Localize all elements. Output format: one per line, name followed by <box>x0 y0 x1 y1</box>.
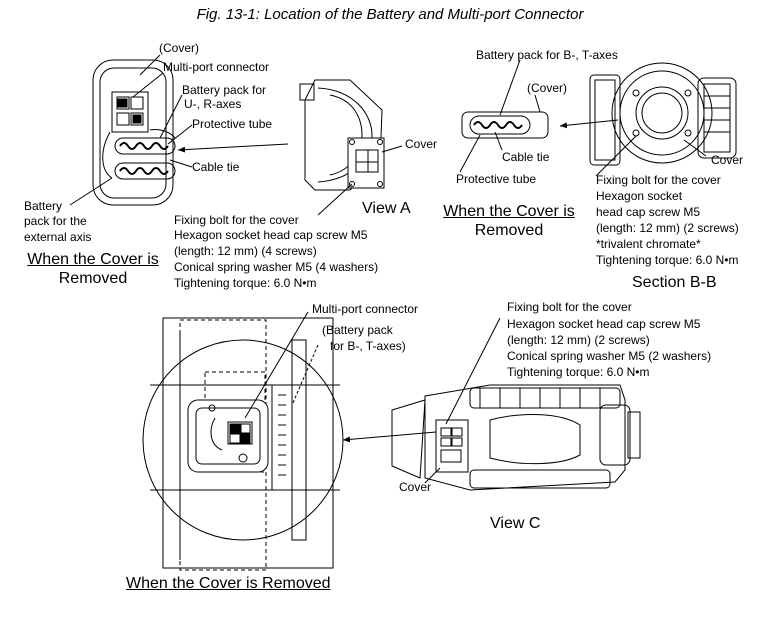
tl-caption-line1: When the Cover is <box>27 251 159 268</box>
figure-title: Fig. 13-1: Location of the Battery and M… <box>196 6 584 23</box>
va-cover-label: Cover <box>405 137 438 151</box>
tr-caption-line1: When the Cover is <box>443 203 575 220</box>
b-battery-bt-line2: for B-, T-axes) <box>330 339 406 353</box>
bb-spec-line2: head cap screw M5 <box>596 205 701 219</box>
tl-battery-ext-line1: Battery <box>24 199 63 213</box>
bb-spec-line5: Tightening torque: 6.0 N•m <box>596 253 739 267</box>
tr-cable-tie-label: Cable tie <box>502 150 550 164</box>
b-multiport-label: Multi-port connector <box>312 302 419 316</box>
bb-spec-line3: (length: 12 mm) (2 screws) <box>596 221 739 235</box>
view-a-robot-drawing <box>299 79 385 191</box>
bb-spec-line1: Hexagon socket <box>596 189 683 203</box>
va-view-label: View A <box>362 200 411 217</box>
view-c-robot-drawing <box>391 384 641 491</box>
tl-battery-ur-line2: U-, R-axes <box>184 97 242 111</box>
tl-protective-tube-label: Protective tube <box>192 117 273 131</box>
va-spec-line3: Conical spring washer M5 (4 washers) <box>174 260 379 274</box>
tl-battery-ur-line1: Battery pack for <box>182 83 267 97</box>
section-bb-drawing <box>589 62 737 166</box>
va-spec-line2: (length: 12 mm) (4 screws) <box>174 244 317 258</box>
battery-pack-external <box>114 162 176 180</box>
b-spec-line4: Tightening torque: 6.0 N•m <box>507 365 650 379</box>
b-spec-line3: Conical spring washer M5 (2 washers) <box>507 349 712 363</box>
b-caption: When the Cover is Removed <box>126 575 331 592</box>
tl-multiport-label: Multi-port connector <box>163 60 270 74</box>
bb-cover-label: Cover <box>711 153 744 167</box>
va-spec-line1: Hexagon socket head cap screw M5 <box>174 228 368 242</box>
tl-battery-ext-line2: pack for the <box>24 214 87 228</box>
b-view-c-label: View C <box>490 515 541 532</box>
tl-caption-line2: Removed <box>58 270 128 287</box>
top-left-cover-drawing <box>92 59 176 206</box>
bb-spec-line4: *trivalent chromate* <box>596 237 701 251</box>
b-spec-line2: (length: 12 mm) (2 screws) <box>507 333 650 347</box>
b-spec-line1: Hexagon socket head cap screw M5 <box>507 317 701 331</box>
tl-cover-label: (Cover) <box>159 41 200 55</box>
tr-cover-label: (Cover) <box>527 81 568 95</box>
top-right-cover-drawing <box>461 111 549 139</box>
tr-battery-bt-label: Battery pack for B-, T-axes <box>476 48 618 62</box>
va-fixing-bolt-label: Fixing bolt for the cover <box>174 213 299 227</box>
tr-caption-line2: Removed <box>474 222 544 239</box>
b-battery-bt-line1: (Battery pack <box>322 323 393 337</box>
tl-battery-ext-line3: external axis <box>24 230 92 244</box>
va-spec-line4: Tightening torque: 6.0 N•m <box>174 276 317 290</box>
bb-section-label: Section B-B <box>632 274 717 291</box>
tr-protective-tube-label: Protective tube <box>456 172 537 186</box>
battery-pack-ur <box>114 137 176 155</box>
bb-fixing-bolt-label: Fixing bolt for the cover <box>596 173 721 187</box>
b-fixing-bolt-label: Fixing bolt for the cover <box>507 300 632 314</box>
tl-cable-tie-label: Cable tie <box>192 160 240 174</box>
b-cover-label: Cover <box>399 480 432 494</box>
